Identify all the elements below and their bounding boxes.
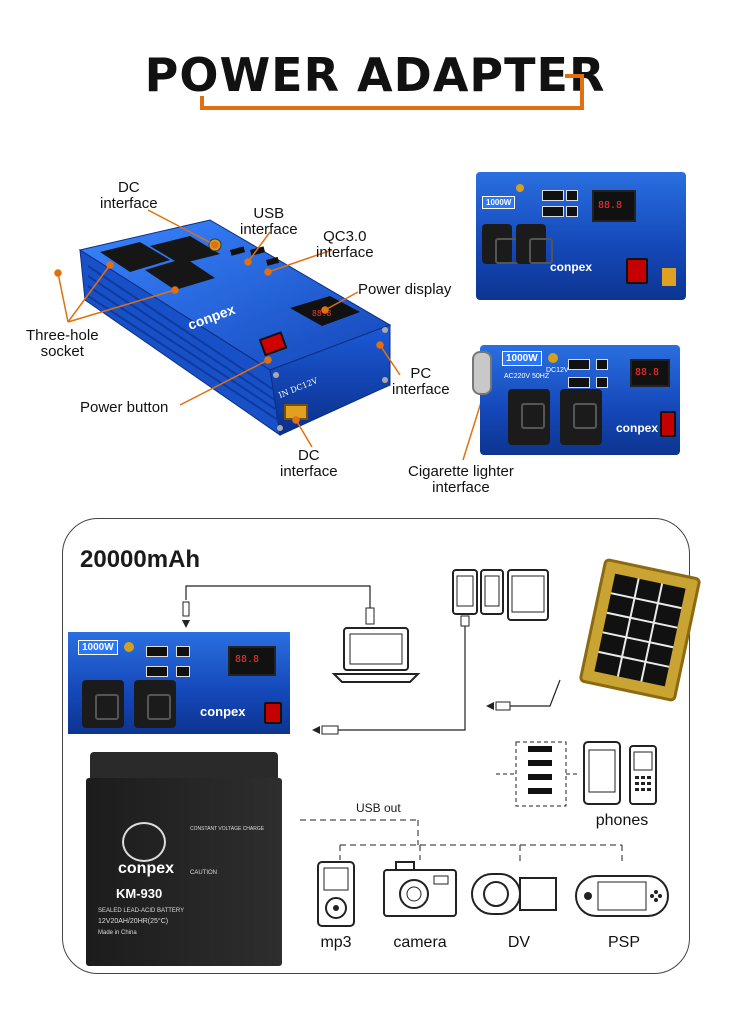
label-dv: DV bbox=[507, 934, 531, 951]
battery-logo-icon bbox=[122, 822, 166, 862]
battery-charge-title: CONSTANT VOLTAGE CHARGE bbox=[190, 826, 265, 832]
battery-model: KM-930 bbox=[116, 886, 163, 901]
panel-power-switch[interactable] bbox=[264, 702, 282, 724]
panel-dc-port bbox=[124, 642, 134, 652]
usb-out-label: USB out bbox=[356, 801, 401, 815]
power-switch[interactable] bbox=[626, 258, 648, 284]
label-usb-text: USB interface bbox=[240, 205, 298, 238]
wattage-badge: 1000W bbox=[482, 196, 516, 209]
battery-rating: 12V20AH/20HR(25°C) bbox=[98, 918, 169, 925]
label-display: Power display bbox=[358, 281, 452, 298]
dc-port-icon-2 bbox=[548, 353, 558, 363]
label-psp: PSP bbox=[607, 934, 640, 951]
label-pc-text: PC interface bbox=[392, 365, 450, 398]
battery-image: conpex KM-930 SEALED LEAD-ACID BATTERY 1… bbox=[86, 752, 282, 966]
socket-2 bbox=[516, 224, 553, 264]
phone-icon bbox=[452, 569, 504, 615]
qc-port-2 bbox=[596, 359, 608, 370]
label-qc: QC3.0 interface bbox=[316, 229, 374, 261]
usb-port-4 bbox=[568, 377, 590, 388]
ac-spec: AC220V 50HZ bbox=[504, 373, 550, 380]
battery-caution: CAUTION bbox=[190, 870, 217, 876]
panel-socket-2 bbox=[134, 680, 176, 728]
psp-icon bbox=[575, 875, 669, 917]
label-pc: PC interface bbox=[392, 366, 450, 398]
dv-icon bbox=[471, 873, 557, 915]
label-mp3: mp3 bbox=[320, 934, 352, 951]
label-dc-top: DC interface bbox=[100, 180, 158, 212]
usage-panel bbox=[62, 518, 690, 974]
brand-logo: conpex bbox=[550, 260, 593, 274]
battery-type: SEALED LEAD-ACID BATTERY bbox=[98, 908, 185, 914]
battery-top bbox=[90, 752, 278, 782]
panel-socket-1 bbox=[82, 680, 124, 728]
usb-port-3 bbox=[568, 359, 590, 370]
usb-port-1 bbox=[542, 190, 564, 201]
page-title: POWER ADAPTER bbox=[144, 48, 606, 102]
camera-icon bbox=[383, 861, 457, 917]
label-three-hole-text: Three-hole socket bbox=[26, 327, 99, 360]
svg-text:88.8: 88.8 bbox=[312, 309, 331, 318]
panel-usb-1 bbox=[146, 646, 168, 657]
capacity-text: 20000mAh bbox=[80, 546, 201, 573]
phones-icon bbox=[583, 741, 657, 805]
power-display: 88.8 bbox=[592, 190, 636, 222]
panel-usb-2 bbox=[146, 666, 168, 677]
inverter-front-view-1: 1000W 88.8 conpex bbox=[476, 172, 686, 300]
cable-icon bbox=[496, 741, 580, 807]
solar-panel-icon bbox=[579, 558, 701, 702]
label-three-hole: Three-hole socket bbox=[26, 328, 99, 360]
dc-in-port bbox=[662, 268, 676, 286]
mp3-icon bbox=[317, 861, 355, 927]
brand-logo-2: conpex bbox=[616, 421, 659, 435]
usb-port-2 bbox=[542, 206, 564, 217]
label-phones: phones bbox=[595, 812, 649, 829]
label-cigarette: Cigarette lighter interface bbox=[408, 464, 514, 496]
cigarette-port-icon bbox=[472, 351, 492, 395]
title-accent-lines bbox=[200, 74, 584, 110]
panel-display: 88.8 bbox=[228, 646, 276, 676]
panel-wattage-badge: 1000W bbox=[78, 640, 118, 655]
socket-4 bbox=[560, 389, 602, 445]
wattage-badge-2: 1000W bbox=[502, 351, 542, 366]
battery-body bbox=[86, 778, 282, 966]
label-dc-bottom: DC interface bbox=[280, 448, 338, 480]
panel-inverter: 1000W 88.8 conpex bbox=[68, 632, 290, 734]
label-dc-bottom-text: DC interface bbox=[280, 447, 338, 480]
battery-brand: conpex bbox=[118, 860, 175, 877]
socket-3 bbox=[508, 389, 550, 445]
panel-qc-port bbox=[176, 646, 190, 657]
battery-origin: Made in China bbox=[98, 930, 137, 936]
power-switch-2[interactable] bbox=[660, 411, 676, 437]
label-power-button: Power button bbox=[80, 399, 169, 416]
pd-port-2 bbox=[596, 377, 608, 388]
laptop-icon bbox=[331, 627, 421, 683]
dc12v-text: DC12V bbox=[546, 367, 569, 374]
qc-port bbox=[566, 190, 578, 201]
label-dc-top-text: DC interface bbox=[100, 179, 158, 212]
inverter-front-view-2: 1000W AC220V 50HZ DC12V 88.8 conpex bbox=[472, 345, 680, 455]
panel-pd-port bbox=[176, 666, 190, 677]
label-cigarette-text: Cigarette lighter interface bbox=[408, 463, 514, 496]
panel-brand: conpex bbox=[200, 704, 246, 719]
pd-port bbox=[566, 206, 578, 217]
label-usb: USB interface bbox=[240, 206, 298, 238]
label-qc-text: QC3.0 interface bbox=[316, 228, 374, 261]
power-display-2: 88.8 bbox=[630, 359, 670, 387]
tablet-icon bbox=[507, 569, 549, 621]
dc-port-icon bbox=[516, 184, 524, 192]
label-camera: camera bbox=[393, 934, 447, 951]
